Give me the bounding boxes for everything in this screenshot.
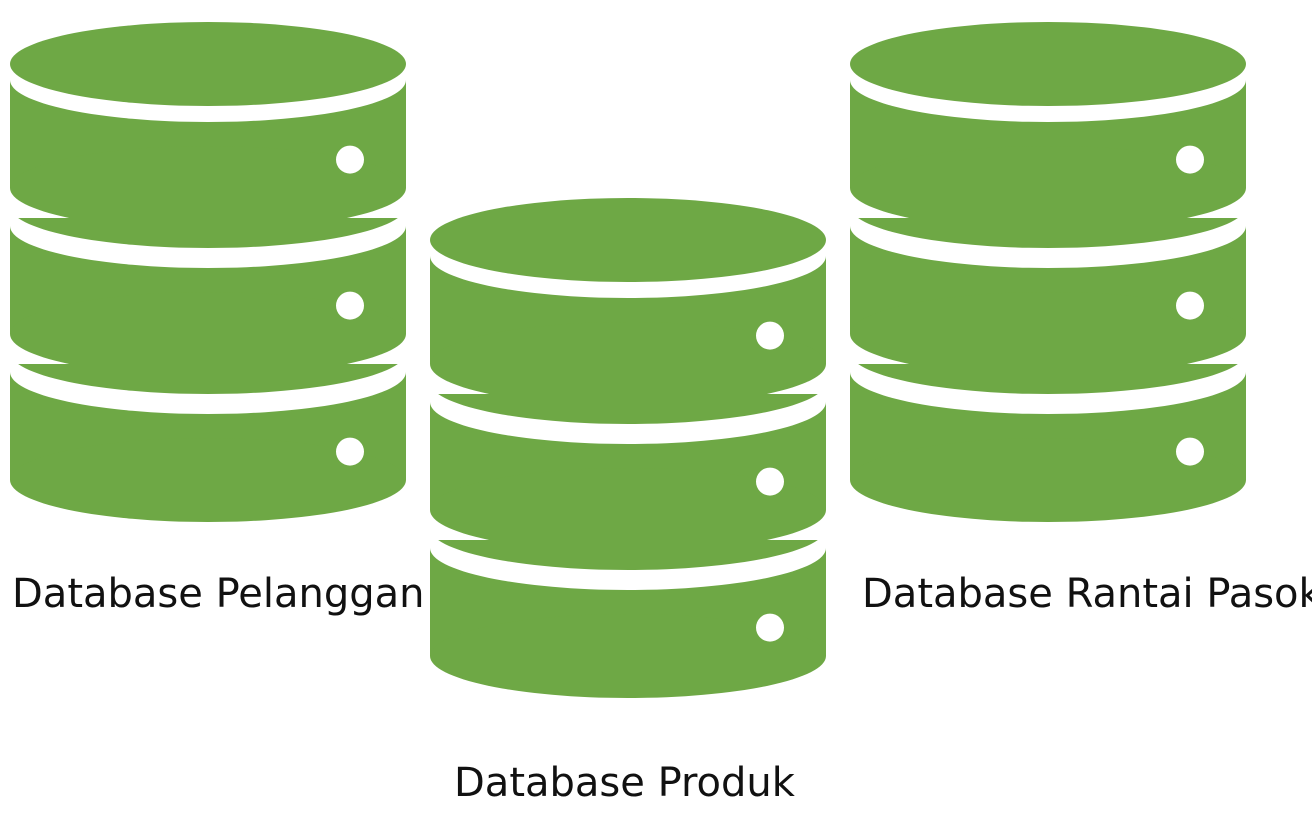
status-indicator-dot [1176, 145, 1204, 174]
status-indicator-dot [336, 145, 364, 174]
status-indicator-dot [756, 321, 784, 350]
database-pelanggan-label: Database Pelanggan [12, 571, 425, 617]
database-rantai-pasok-icon [848, 14, 1248, 556]
disk-segment [10, 60, 406, 230]
disk-separator [10, 60, 406, 122]
disk-segment [430, 528, 826, 698]
cylinder-top-cap [430, 198, 826, 282]
status-indicator-dot [756, 467, 784, 496]
status-indicator-dot [336, 437, 364, 466]
database-rantai-pasok-label: Database Rantai Pasok [862, 571, 1312, 617]
disk-segment [10, 206, 406, 376]
disk-segment [430, 382, 826, 552]
disk-separator [430, 382, 826, 444]
cylinder-top-cap [10, 22, 406, 106]
disk-segment [850, 352, 1246, 522]
disk-segment [850, 206, 1246, 376]
disk-separator [850, 352, 1246, 414]
status-indicator-dot [1176, 291, 1204, 320]
status-indicator-dot [756, 613, 784, 642]
disk-separator [430, 528, 826, 590]
database-pelanggan-icon [8, 14, 408, 556]
status-indicator-dot [1176, 437, 1204, 466]
disk-separator [850, 60, 1246, 122]
disk-separator [850, 206, 1246, 268]
disk-separator [10, 352, 406, 414]
disk-segment [850, 60, 1246, 230]
disk-separator [10, 206, 406, 268]
database-produk-label: Database Produk [454, 760, 795, 806]
status-indicator-dot [336, 291, 364, 320]
cylinder-top-cap [850, 22, 1246, 106]
database-produk-icon [428, 190, 828, 732]
disk-segment [10, 352, 406, 522]
disk-separator [430, 236, 826, 298]
